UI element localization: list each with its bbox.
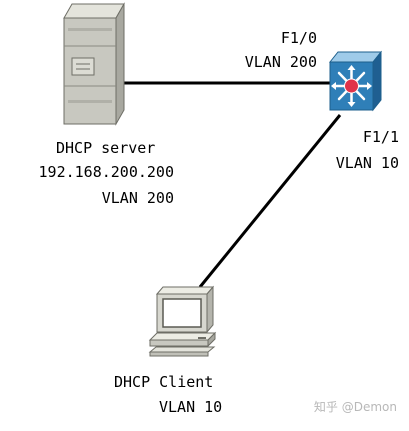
server-ip: 192.168.200.200 — [38, 163, 174, 181]
link-switch-client — [198, 114, 342, 288]
port-f1-1-label: F1/1 — [362, 128, 399, 146]
server-title: DHCP server — [56, 139, 156, 157]
port-f1-0-vlan: VLAN 200 — [244, 53, 317, 71]
client-vlan: VLAN 10 — [159, 398, 223, 416]
watermark: 知乎 @Demon — [313, 400, 397, 414]
client-pc-icon — [148, 285, 217, 357]
client-title: DHCP Client — [114, 373, 214, 391]
server-icon — [63, 2, 125, 126]
switch-icon — [328, 50, 383, 112]
server-vlan: VLAN 200 — [101, 189, 174, 207]
port-f1-1-vlan: VLAN 10 — [335, 154, 399, 172]
port-f1-0-label: F1/0 — [280, 29, 317, 47]
